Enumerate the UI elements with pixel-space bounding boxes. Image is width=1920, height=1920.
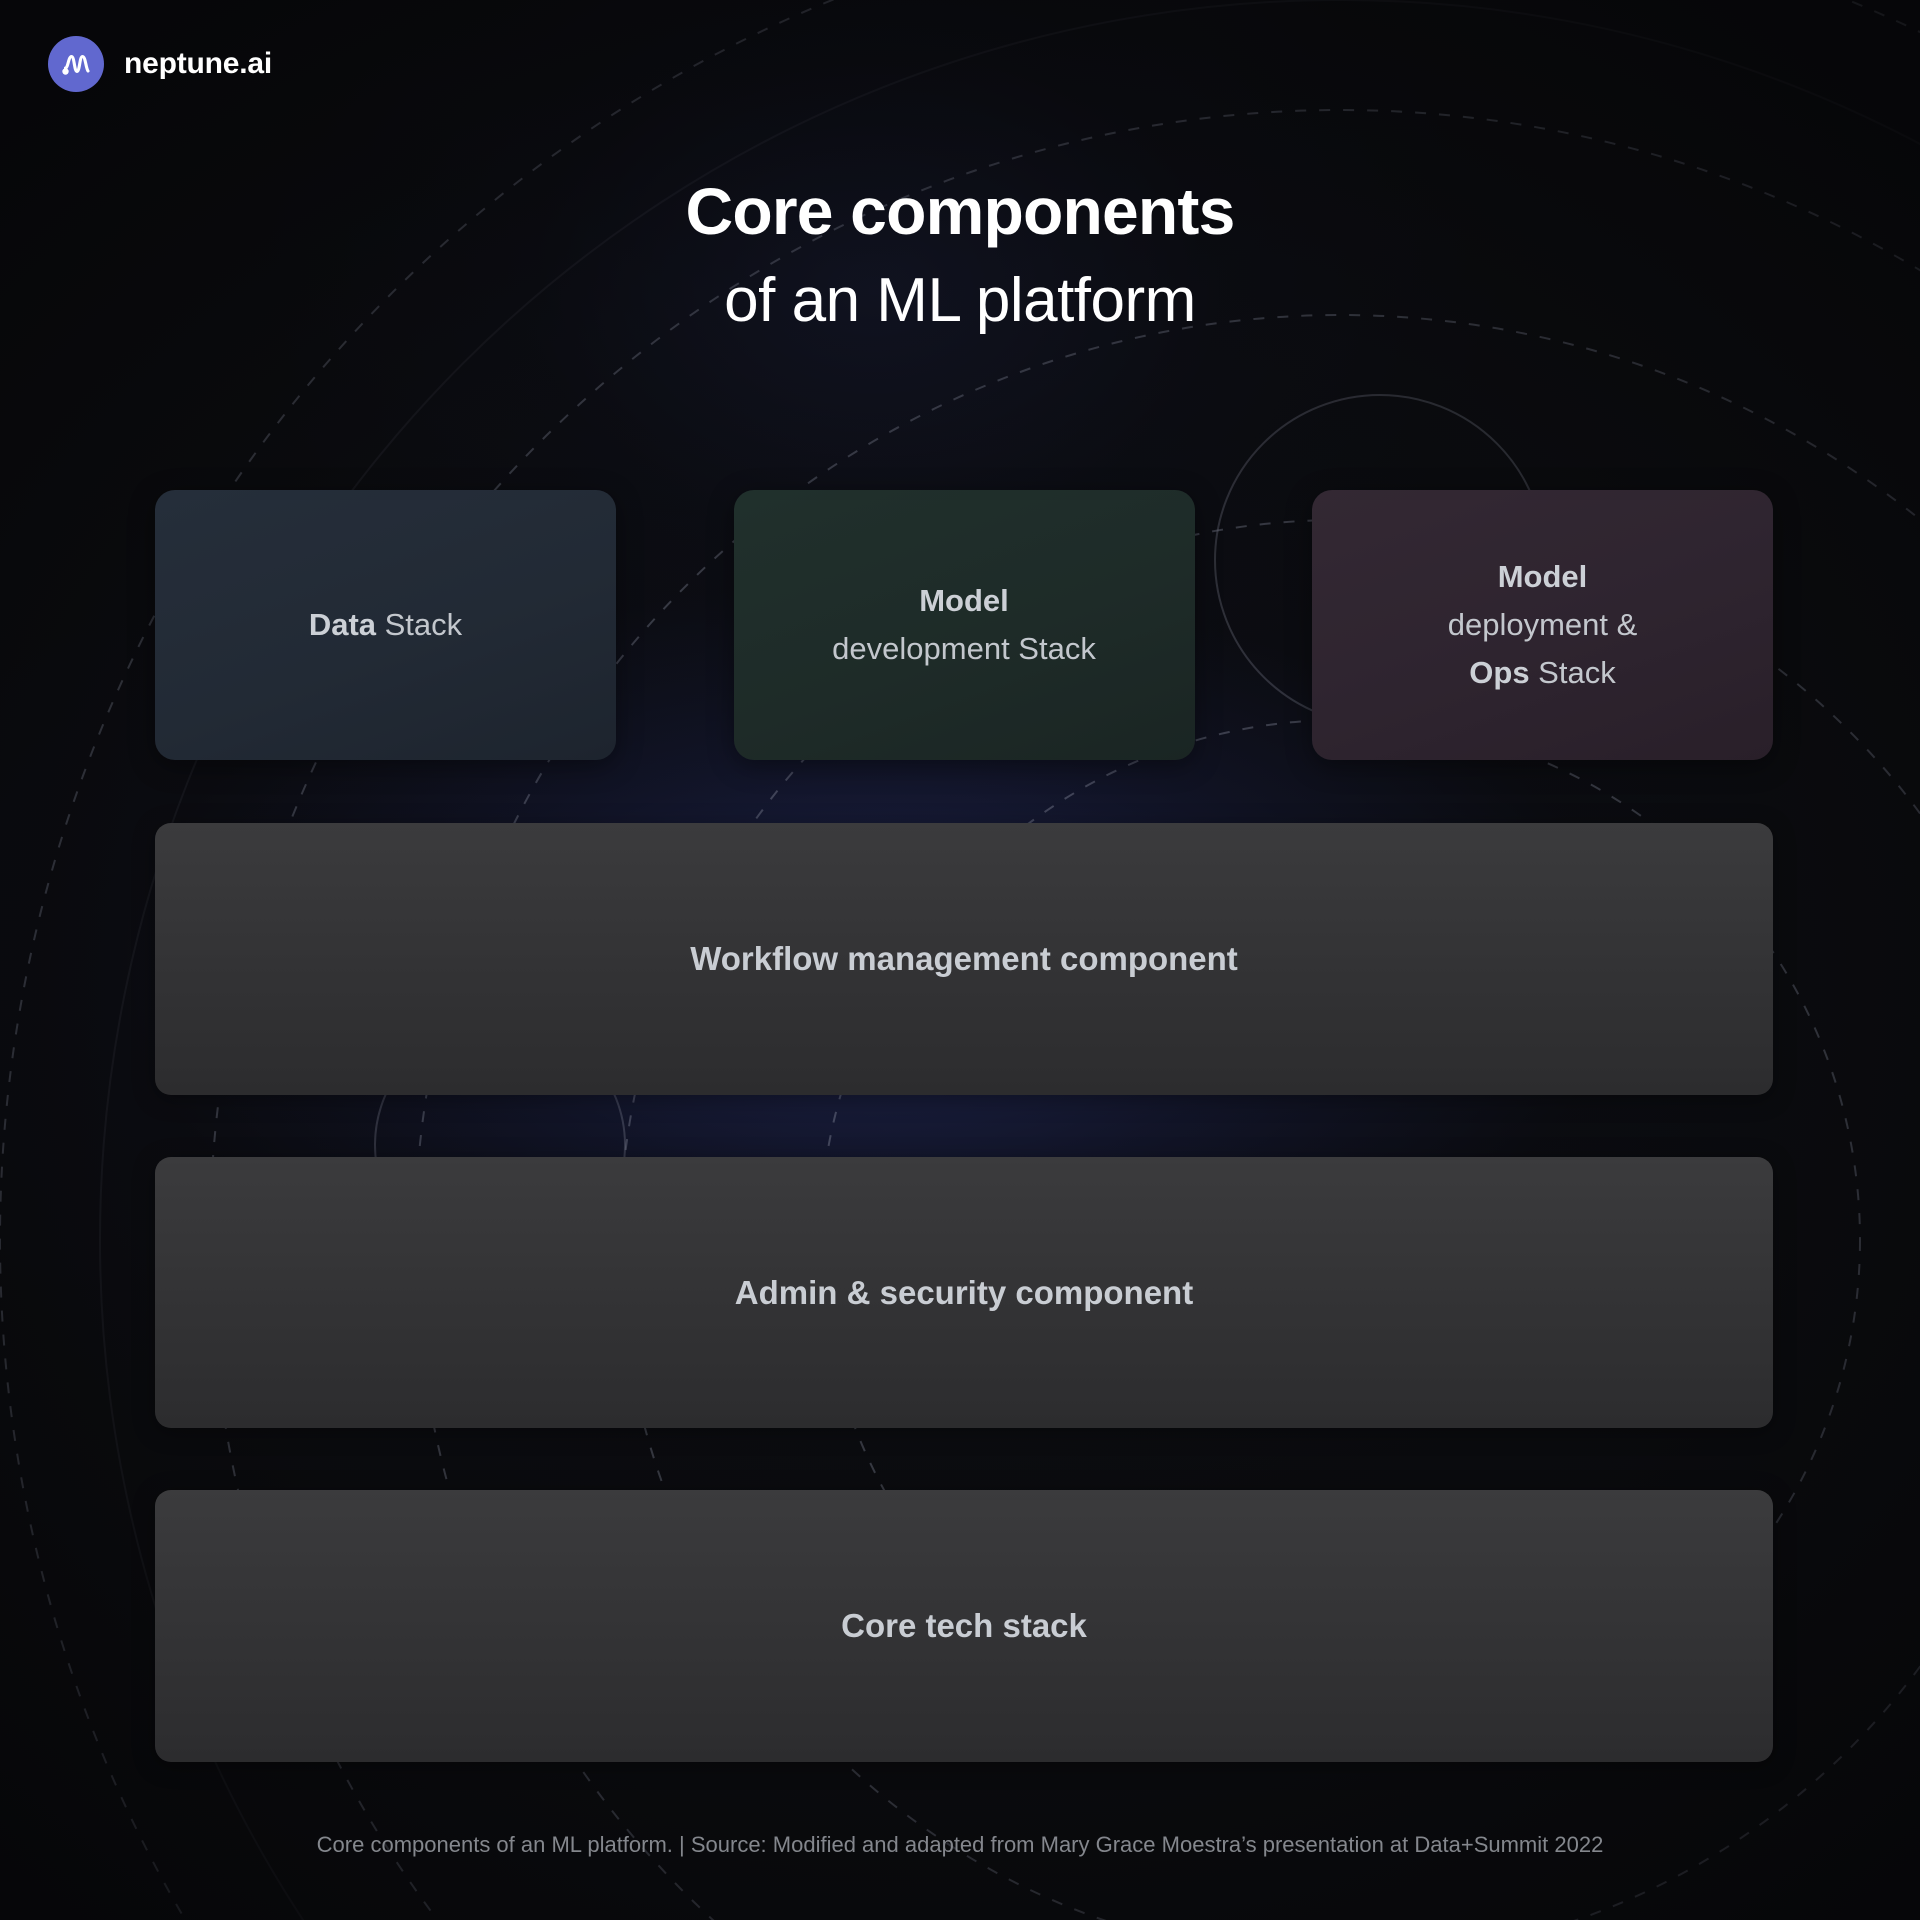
card-model-development-stack-bold: Model: [919, 583, 1009, 619]
page-title-line1: Core components: [685, 174, 1235, 248]
source-caption: Core components of an ML platform. | Sou…: [316, 1832, 1604, 1857]
card-data-stack[interactable]: Data Stack: [155, 490, 616, 760]
card-model-development-stack-rest: development Stack: [832, 631, 1096, 666]
card-model-deployment-ops-stack-bold: Model: [1497, 559, 1588, 595]
bar-admin-security-component-label: Admin & security component: [734, 1273, 1194, 1311]
card-model-development-stack[interactable]: Model development Stack: [733, 490, 1195, 760]
stack-cards-row: Data Stack Model development Stack Model…: [155, 490, 1773, 760]
card-model-deployment-ops-stack-label: Model deployment & Ops Stack: [1448, 553, 1638, 696]
card-model-deployment-ops-stack-mid: deployment &: [1447, 607, 1638, 643]
card-data-stack-bold: Data: [308, 607, 377, 643]
card-data-stack-label: Data Stack: [309, 601, 462, 649]
bar-workflow-management-component[interactable]: Workflow management component: [155, 823, 1773, 1095]
bar-core-tech-stack[interactable]: Core tech stack: [155, 1490, 1773, 1762]
card-model-deployment-ops-stack[interactable]: Model deployment & Ops Stack: [1312, 490, 1773, 760]
bar-core-tech-stack-label: Core tech stack: [841, 1607, 1087, 1644]
card-model-deployment-ops-stack-bold2: Ops: [1469, 654, 1530, 690]
bar-admin-security-component[interactable]: Admin & security component: [155, 1157, 1773, 1428]
card-model-deployment-ops-stack-rest: Stack: [1529, 654, 1616, 690]
brand-name: neptune.ai: [124, 47, 273, 80]
neptune-wave-logo-icon: [48, 36, 104, 92]
bar-workflow-management-component-label: Workflow management component: [690, 940, 1238, 977]
card-model-development-stack-label: Model development Stack: [832, 577, 1096, 672]
brand-logo[interactable]: neptune.ai: [48, 36, 272, 92]
card-data-stack-rest: Stack: [376, 607, 463, 643]
page-title-line2: of an ML platform: [724, 266, 1196, 335]
